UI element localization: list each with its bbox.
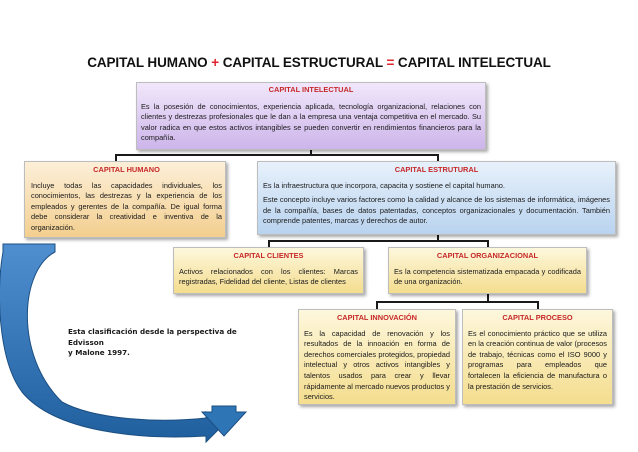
capital-innovacion-text: Es la capacidad de renovación y los resu… bbox=[304, 328, 450, 402]
capital-estructural-text-1: Es la infraestructura que incorpora, cap… bbox=[263, 180, 505, 190]
capital-clientes-text: Activos relacionados con los clientes: M… bbox=[179, 266, 358, 287]
capital-intelectual-box: CAPITAL INTELECTUAL Es la posesión de co… bbox=[136, 82, 486, 150]
title-part-humano: CAPITAL HUMANO bbox=[87, 55, 208, 70]
capital-estructural-box: CAPITAL ESTRUTURAL Es la infraestructura… bbox=[257, 161, 616, 235]
source-note: Esta clasificación desde la perspectiva … bbox=[68, 327, 258, 359]
capital-proceso-box: CAPITAL PROCESO Es el conocimiento práct… bbox=[462, 309, 613, 405]
capital-proceso-heading: CAPITAL PROCESO bbox=[502, 313, 573, 322]
source-note-line-1: Esta clasificación desde la perspectiva … bbox=[68, 327, 237, 347]
capital-intelectual-text: Es la posesión de conocimientos, experie… bbox=[141, 101, 481, 143]
title-plus: + bbox=[211, 55, 220, 70]
capital-estructural-text-2: Este concepto incluye varios factores co… bbox=[263, 195, 610, 226]
title-part-intelectual: CAPITAL INTELECTUAL bbox=[397, 55, 551, 70]
capital-proceso-text: Es el conocimiento práctico que se utili… bbox=[468, 328, 607, 391]
capital-organizacional-box: CAPITAL ORGANIZACIONAL Es la competencia… bbox=[388, 247, 587, 294]
capital-humano-text: Incluye todas las capacidades individual… bbox=[31, 180, 222, 232]
down-arrow bbox=[200, 405, 248, 437]
capital-humano-box: CAPITAL HUMANO Incluye todas las capacid… bbox=[24, 161, 226, 238]
source-note-line-2: y Malone 1997. bbox=[68, 348, 130, 357]
capital-intelectual-heading: CAPITAL INTELECTUAL bbox=[268, 85, 354, 94]
capital-organizacional-heading: CAPITAL ORGANIZACIONAL bbox=[436, 251, 539, 260]
capital-estructural-heading: CAPITAL ESTRUTURAL bbox=[394, 165, 479, 174]
capital-innovacion-heading: CAPITAL INNOVACIÓN bbox=[336, 313, 418, 322]
capital-clientes-box: CAPITAL CLIENTES Activos relacionados co… bbox=[173, 247, 364, 294]
title-equals: = bbox=[386, 55, 395, 70]
page-title: CAPITAL HUMANO + CAPITAL ESTRUCTURAL = C… bbox=[0, 55, 638, 70]
capital-innovacion-box: CAPITAL INNOVACIÓN Es la capacidad de re… bbox=[298, 309, 456, 405]
title-part-estructural: CAPITAL ESTRUCTURAL bbox=[222, 55, 383, 70]
capital-clientes-heading: CAPITAL CLIENTES bbox=[233, 251, 304, 260]
capital-humano-heading: CAPITAL HUMANO bbox=[93, 165, 160, 174]
capital-organizacional-text: Es la competencia sistematizada empacada… bbox=[394, 266, 581, 287]
